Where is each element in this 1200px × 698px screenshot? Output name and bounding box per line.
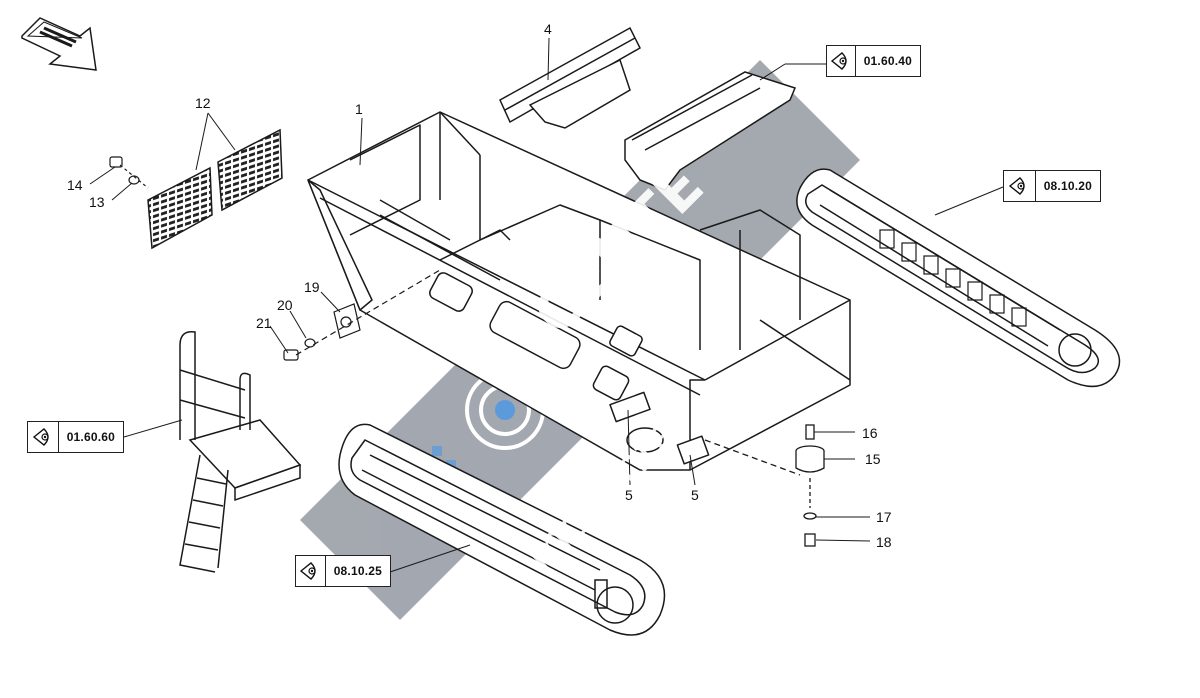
ref-box-01-60-60[interactable]: 01.60.60 xyxy=(27,421,124,453)
item-4-bracket xyxy=(499,26,641,129)
eye-icon xyxy=(1004,171,1036,201)
ref-box-08-10-20[interactable]: 08.10.20 xyxy=(1003,170,1101,202)
callout-19: 19 xyxy=(304,279,320,295)
callout-4: 4 xyxy=(544,21,552,37)
callout-14: 14 xyxy=(67,177,83,193)
ref-code: 08.10.25 xyxy=(333,564,382,578)
right-track xyxy=(796,168,1121,388)
main-frame xyxy=(307,111,851,471)
leader-lines xyxy=(89,37,1004,573)
ref-code: 08.10.20 xyxy=(1043,179,1092,193)
callout-5a: 5 xyxy=(625,487,633,503)
plate-fasteners-19-21 xyxy=(283,269,441,361)
mount-stack-15-18 xyxy=(704,424,825,547)
callout-16: 16 xyxy=(862,425,878,441)
callout-5b: 5 xyxy=(691,487,699,503)
grilles xyxy=(147,128,283,250)
callout-18: 18 xyxy=(876,534,892,550)
callout-21: 21 xyxy=(256,315,272,331)
platform-ladder xyxy=(179,331,302,573)
eye-icon xyxy=(827,46,856,76)
callout-1: 1 xyxy=(355,101,363,117)
ref-code: 01.60.60 xyxy=(66,430,115,444)
eye-icon xyxy=(28,422,59,452)
callout-15: 15 xyxy=(865,451,881,467)
callout-17: 17 xyxy=(876,509,892,525)
screw-washer-13-14 xyxy=(109,156,149,189)
left-track xyxy=(338,423,666,636)
direction-arrow-icon xyxy=(21,17,97,71)
hood-panel xyxy=(624,71,797,191)
callout-20: 20 xyxy=(277,297,293,313)
callout-12: 12 xyxy=(195,95,211,111)
callout-13: 13 xyxy=(89,194,105,210)
eye-icon xyxy=(296,556,326,586)
ref-box-01-60-40[interactable]: 01.60.40 xyxy=(826,45,921,77)
ref-code: 01.60.40 xyxy=(863,54,912,68)
ref-box-08-10-25[interactable]: 08.10.25 xyxy=(295,555,391,587)
